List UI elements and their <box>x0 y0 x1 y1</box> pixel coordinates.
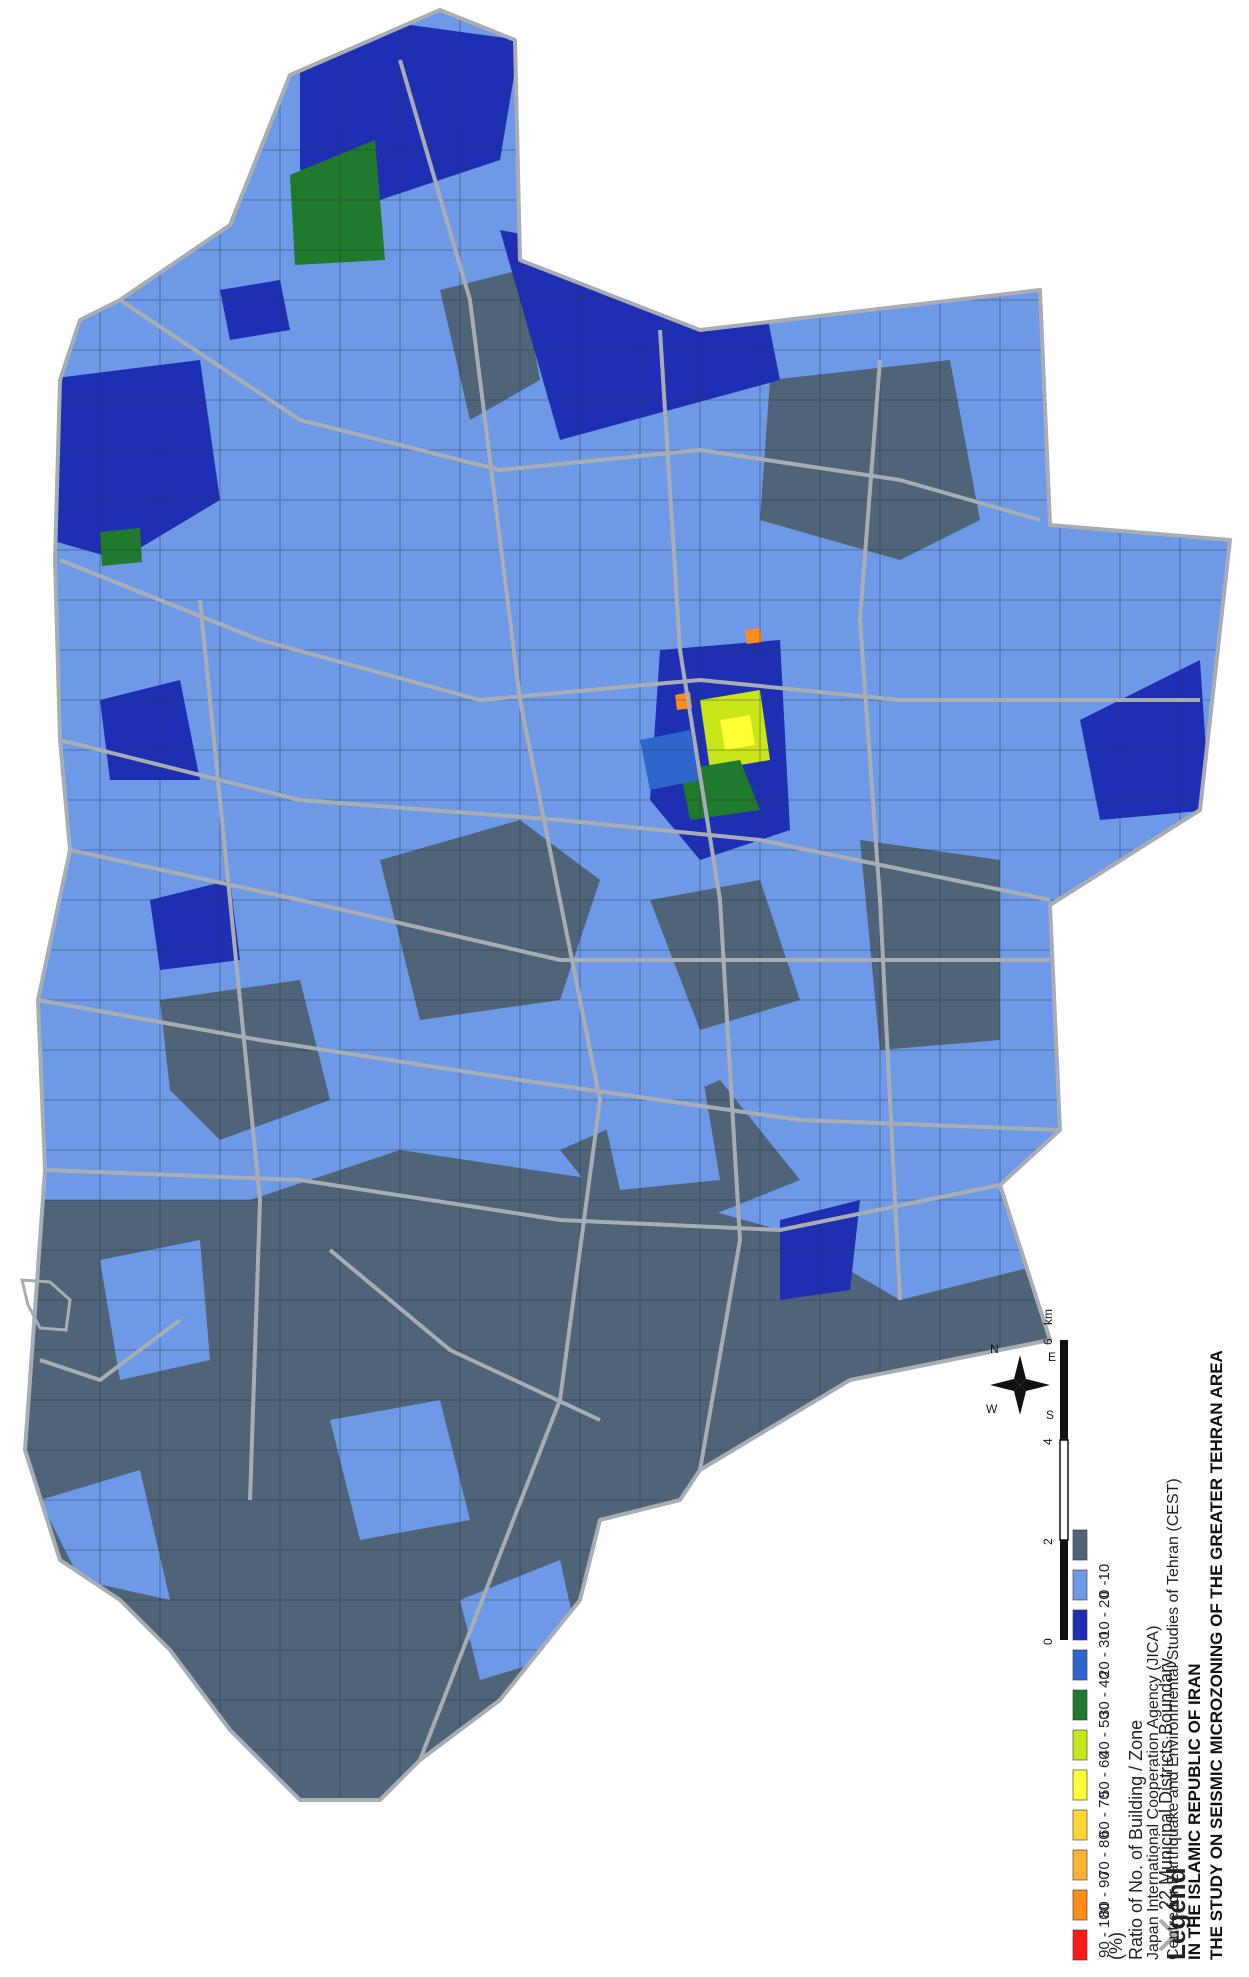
zone-light-blue-patch-1 <box>600 1060 720 1190</box>
zone-north-dark-blue-2 <box>220 280 290 340</box>
title-line-2: IN THE ISLAMIC REPUBLIC OF IRAN <box>1185 1663 1204 1960</box>
title-line-3: Centre for Earthquake and Environmental … <box>1165 1478 1182 1960</box>
scale-tick-6: 6 <box>1041 1338 1055 1345</box>
scale-segment-1 <box>1060 1340 1068 1440</box>
title-block: THE STUDY ON SEISMIC MICROZONING OF THE … <box>1145 1350 1226 1960</box>
scale-tick-4: 4 <box>1041 1438 1055 1445</box>
legend-swatch-10 <box>1072 1529 1088 1561</box>
scale-tick-0: 0 <box>1041 1638 1055 1645</box>
scale-bar: 0 2 4 6 km <box>1041 1309 1069 1645</box>
legend-unit: (%) <box>1106 1932 1126 1960</box>
district-line-7 <box>198 599 262 1501</box>
legend-class-label-8: 10 - 20 <box>1096 1591 1113 1638</box>
legend-class-label-2: 70 - 80 <box>1096 1831 1113 1878</box>
legend-swatch-1 <box>1072 1889 1088 1921</box>
legend: Legend 22 Municipal Districts Boundary R… <box>1072 1529 1191 1961</box>
legend-swatch-7 <box>1072 1649 1088 1681</box>
north-arrow: N E S W <box>986 1342 1056 1422</box>
zone-center-medium-blue <box>640 730 700 790</box>
compass-e: E <box>1048 1350 1056 1364</box>
legend-class-label-9: 0 -10 <box>1096 1564 1113 1598</box>
compass-w: W <box>986 1402 998 1416</box>
district-line-2 <box>59 558 1200 702</box>
zone-east-central-grey <box>860 840 1000 1050</box>
district-line-5 <box>37 998 1061 1132</box>
legend-swatch-2 <box>1072 1849 1088 1881</box>
legend-swatch-4 <box>1072 1769 1088 1801</box>
district-line-6 <box>44 1168 1001 1232</box>
legend-class-label-3: 60 - 70 <box>1096 1791 1113 1838</box>
legend-class-label-4: 50 - 60 <box>1096 1751 1113 1798</box>
legend-swatch-6 <box>1072 1689 1088 1721</box>
scale-tick-2: 2 <box>1041 1538 1055 1545</box>
zone-west-dark-blue-2 <box>150 880 240 970</box>
scale-unit: km <box>1041 1309 1055 1325</box>
legend-class-label-7: 20 - 30 <box>1096 1631 1113 1678</box>
district-boundaries <box>23 8 1232 1802</box>
district-line-north-south <box>398 59 602 1761</box>
title-line-4: Japan International Cooperation Agency (… <box>1145 1626 1162 1960</box>
zone-central-grey <box>380 820 600 1020</box>
zone-north-grey <box>440 270 540 420</box>
zone-light-blue-patch-5 <box>40 1470 170 1600</box>
legend-class-label-0: 90 - 100 <box>1096 1903 1113 1958</box>
compass-n: N <box>990 1342 999 1356</box>
legend-ratio-label: Ratio of No. of Building / Zone <box>1126 1720 1146 1960</box>
city-outer-boundary <box>23 8 1232 1802</box>
district-line-10 <box>328 1248 601 1422</box>
district-line-1 <box>118 298 1041 522</box>
legend-class-label-1: 80 - 90 <box>1096 1871 1113 1918</box>
zone-center-orange-2 <box>745 628 762 644</box>
legend-swatch-5 <box>1072 1729 1088 1761</box>
legend-class-label-6: 30 - 40 <box>1096 1671 1113 1718</box>
zone-center-yellow <box>720 715 755 750</box>
zone-northeast-grey <box>760 360 980 560</box>
zone-west-green <box>100 528 142 566</box>
zone-east-grey <box>1040 300 1230 500</box>
zone-north-green <box>290 140 385 265</box>
title-line-1: THE STUDY ON SEISMIC MICROZONING OF THE … <box>1207 1350 1226 1960</box>
lake-outline <box>20 1278 72 1332</box>
boundary-symbol <box>1158 1918 1178 1952</box>
district-line-11 <box>39 1318 182 1382</box>
district-line-8 <box>658 329 742 1471</box>
zone-light-blue-patch-4 <box>100 1240 210 1380</box>
legend-class-label-5: 40 - 50 <box>1096 1711 1113 1758</box>
scale-segment-3 <box>1060 1540 1068 1640</box>
scale-segment-2 <box>1059 1439 1069 1541</box>
zone-light-blue-patch-6 <box>1050 540 1230 700</box>
legend-boundary-label: 22 Municipal Districts Boundary <box>1156 1658 1176 1910</box>
zone-northwest-dark-blue <box>40 360 220 560</box>
compass-s: S <box>1046 1408 1054 1422</box>
legend-swatch-3 <box>1072 1809 1088 1841</box>
district-line-9 <box>858 359 902 1301</box>
legend-swatch-8 <box>1072 1609 1088 1641</box>
legend-swatch-9 <box>1072 1569 1088 1601</box>
legend-swatch-0 <box>1072 1929 1088 1961</box>
